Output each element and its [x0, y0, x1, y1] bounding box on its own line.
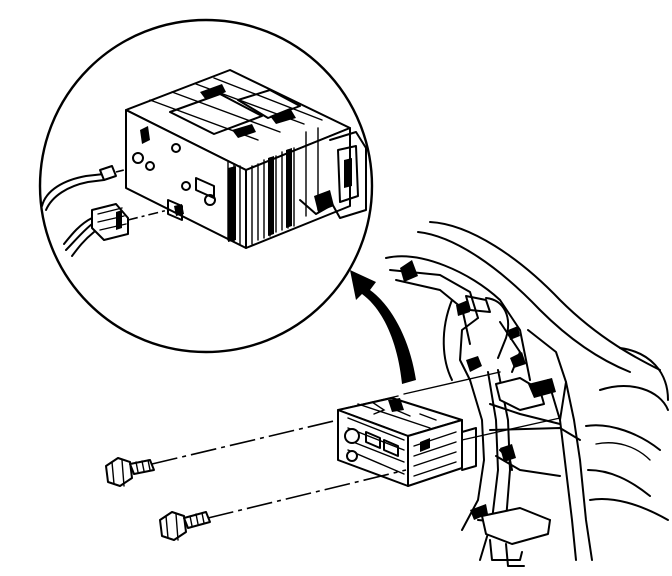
instrument-panel-carrier: [385, 221, 669, 561]
alignment-lines: [151, 371, 561, 519]
detail-circle: [38, 18, 374, 354]
receiver-alignment-line: [461, 417, 561, 441]
radio-knob-icon: [344, 428, 360, 444]
receiver-jack-icon: [145, 161, 155, 171]
bolt-alignment-line: [207, 469, 407, 519]
receiver-jack-icon: [181, 181, 191, 191]
bolt-alignment-line: [151, 419, 339, 465]
radio-receiver: [337, 395, 477, 487]
receiver-alignment-line: [403, 371, 501, 395]
mounting-bracket: [470, 377, 581, 567]
antenna-cable: [41, 165, 141, 211]
removal-arrow: [350, 270, 416, 384]
mounting-bolt: [105, 457, 155, 487]
wiring-connector: [63, 203, 177, 257]
receiver-jack-icon: [132, 152, 144, 164]
radio-receiver-detail: [125, 69, 367, 249]
radio-knob-icon: [346, 450, 358, 462]
mounting-bolt: [159, 511, 211, 541]
receiver-jack-icon: [171, 143, 181, 153]
